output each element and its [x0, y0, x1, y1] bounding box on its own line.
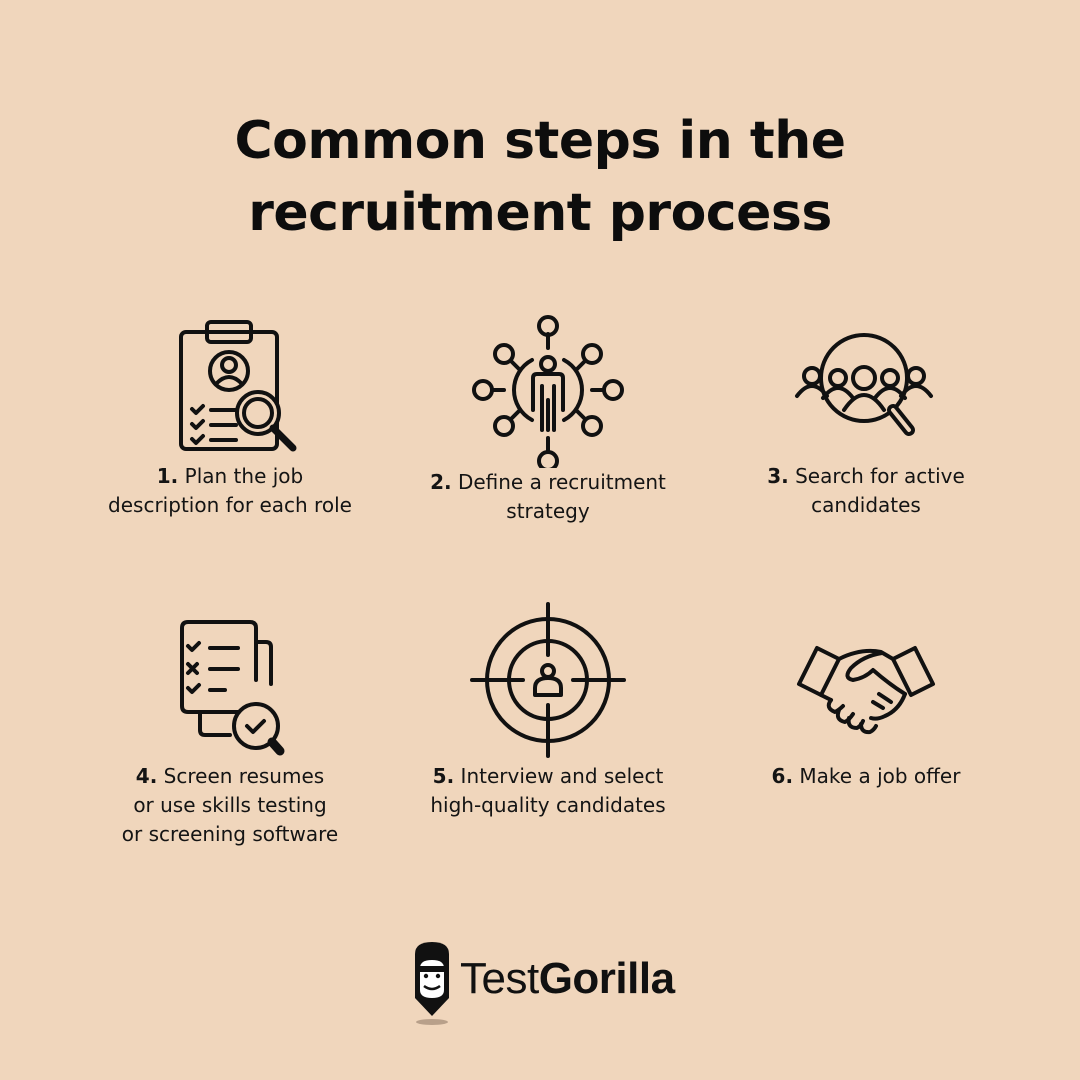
step-5-label: 5. Interview and select high-quality can… — [430, 764, 666, 817]
testgorilla-logo[interactable]: TestGorilla — [410, 940, 680, 1030]
step-2-label: 2. Define a recruitment strategy — [430, 470, 666, 523]
step-1: 1. Plan the job description for each rol… — [70, 312, 390, 520]
gorilla-pencil-icon — [415, 942, 449, 1025]
logo-wordmark: TestGorilla — [460, 954, 675, 1003]
handshake-icon — [797, 646, 935, 735]
step-6-label: 6. Make a job offer — [771, 764, 961, 788]
clipboard-candidate-search-icon — [179, 320, 297, 452]
network-person-icon — [472, 315, 624, 468]
title-line-1: Common steps in the — [234, 111, 846, 171]
step-6: 6. Make a job offer — [706, 612, 1026, 791]
step-1-label: 1. Plan the job description for each rol… — [108, 464, 352, 517]
step-5: 5. Interview and select high-quality can… — [388, 600, 708, 820]
step-4: 4. Screen resumes or use skills testing … — [70, 612, 390, 849]
title-line-2: recruitment process — [248, 183, 832, 243]
page-title: Common steps in the recruitment process — [0, 105, 1080, 249]
step-3: 3. Search for active candidates — [706, 312, 1026, 520]
checklist-magnifier-icon — [180, 620, 285, 756]
magnifier-people-icon — [795, 333, 933, 436]
step-3-label: 3. Search for active candidates — [767, 464, 965, 517]
target-person-icon — [470, 602, 626, 758]
step-4-label: 4. Screen resumes or use skills testing … — [121, 764, 339, 846]
step-2: 2. Define a recruitment strategy — [388, 308, 708, 526]
